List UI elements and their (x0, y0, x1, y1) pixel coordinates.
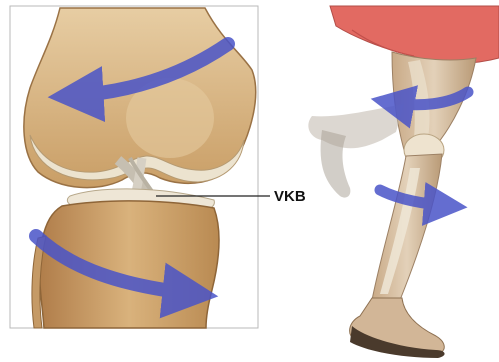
knee-panel (10, 6, 258, 328)
leg-panel (308, 6, 499, 358)
skirt (330, 6, 499, 63)
callout-label: VKB (274, 188, 306, 205)
